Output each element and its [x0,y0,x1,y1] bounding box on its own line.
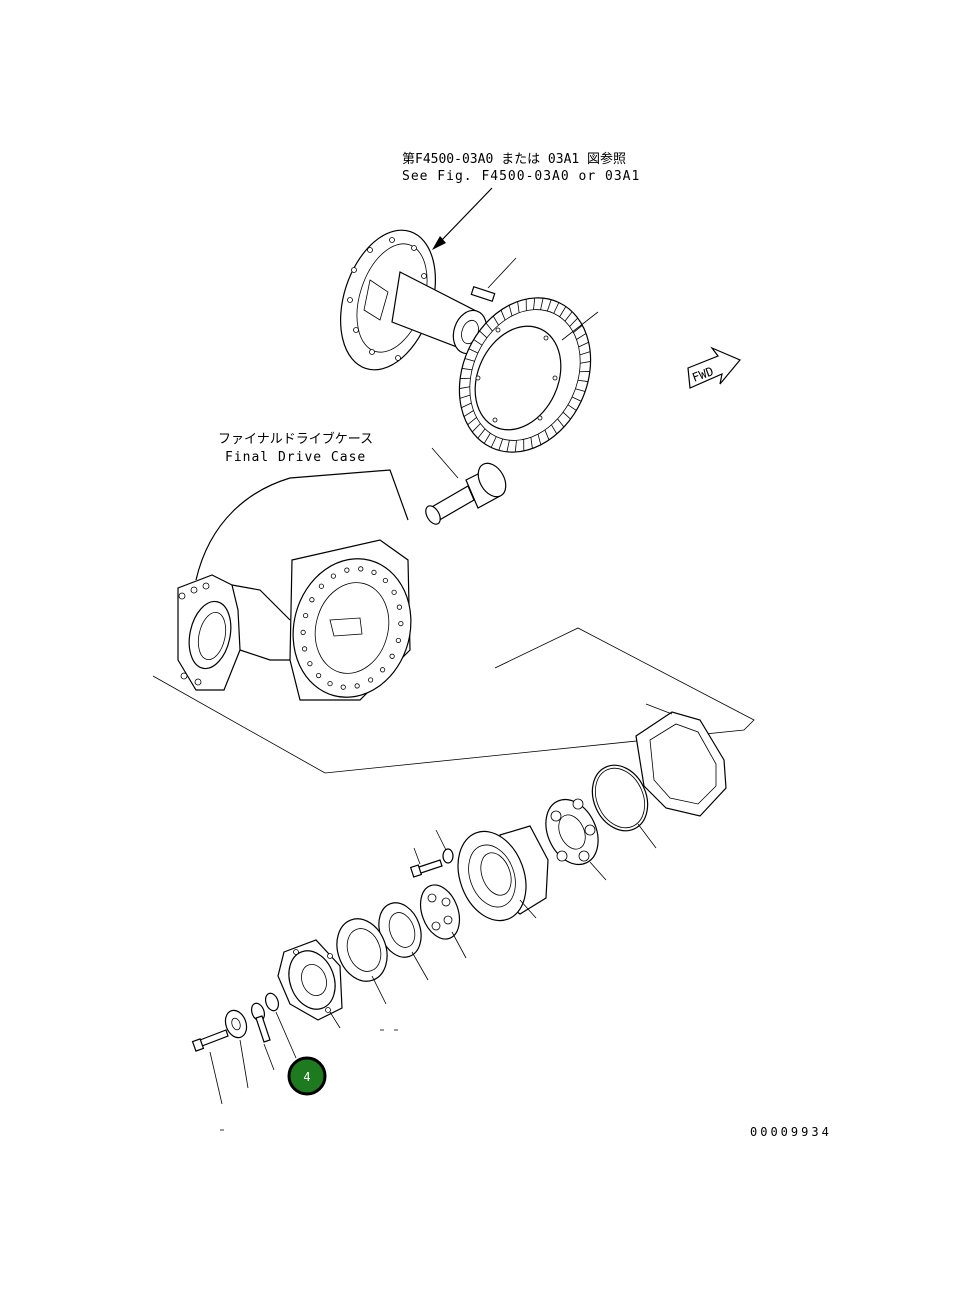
case-bolt-hole [372,570,376,574]
bolt-upper [411,830,453,877]
washer [222,1007,250,1088]
case-bolt-hole [308,661,312,665]
case-bolt-hole [396,638,400,642]
final-drive-case [178,470,426,711]
case-bolt-hole [380,668,384,672]
case-bolt-hole [399,621,403,625]
case-bolt-hole [397,605,401,609]
case-bolt-hole [390,654,394,658]
gasket [636,704,726,816]
callout-badge-4[interactable]: 4 [289,1058,325,1094]
drawing-number: 00009934 [750,1125,832,1139]
bearing-middle [414,880,467,958]
case-bolt-hole [341,685,345,689]
case-bolt-hole [310,598,314,602]
case-bolt-hole [302,647,306,651]
case-bolt-hole [355,684,359,688]
fwd-arrow-icon: FWD [688,348,740,388]
case-bolt-hole [328,681,332,685]
case-bolt-hole [319,584,323,588]
reference-note-jp: 第F4500-03A0 または 03A1 図参照 [402,151,626,167]
cage [446,822,548,930]
case-bolt-hole [345,568,349,572]
case-label-en: Final Drive Case [225,450,366,465]
case-bolt-hole [359,567,363,571]
case-bolt-hole [303,613,307,617]
bolt-lower [193,1030,228,1104]
pin [471,258,516,301]
case-bolt-hole [383,578,387,582]
case-label-jp: ファイナルドライブケース [218,431,373,447]
case-bolt-hole [331,574,335,578]
callout-number: 4 [303,1070,310,1084]
pinion-shaft [423,448,512,527]
lock-plate [249,1001,274,1070]
case-bolt-hole [368,678,372,682]
case-bolt-hole [392,590,396,594]
reference-note-en: See Fig. F4500-03A0 or 03A1 [402,169,640,184]
reference-leader-arrow [432,188,492,250]
case-bolt-hole [301,630,305,634]
case-bolt-hole [316,673,320,677]
